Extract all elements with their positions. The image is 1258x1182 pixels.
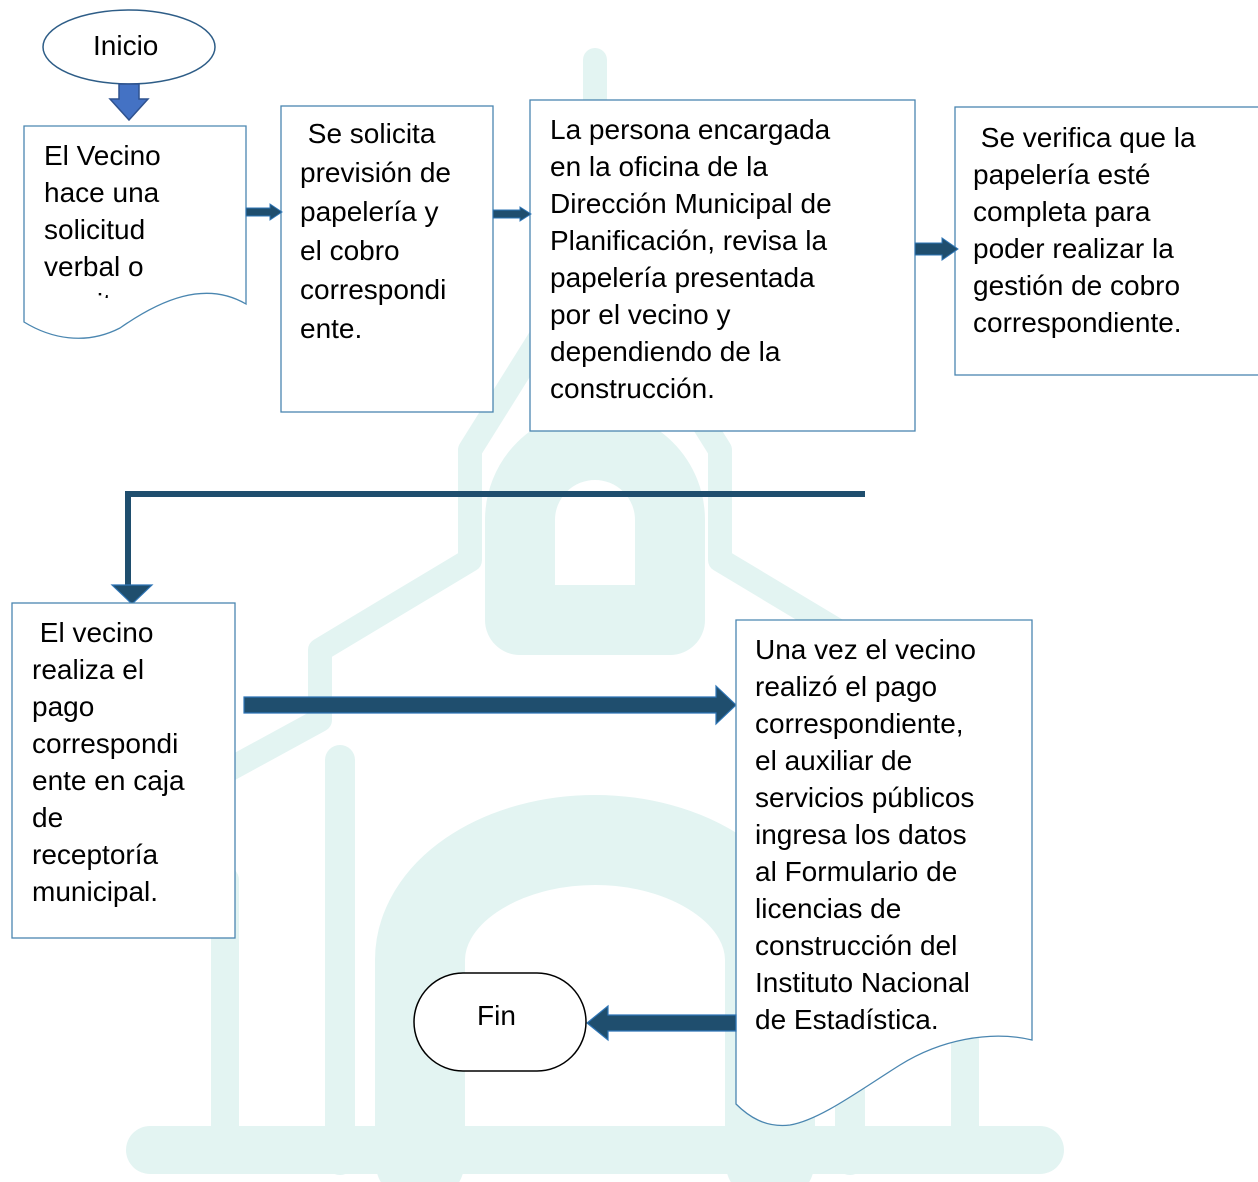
step5-line-5: ente en caja [32,765,185,796]
step1-document-shape [23,125,247,339]
step6-line-7: al Formulario de [755,856,958,887]
step5-line-3: pago [32,691,95,722]
step3-line-2: en la oficina de la [550,151,768,182]
step2-line-3: papelería y [300,196,439,227]
end-terminal-shape [413,972,587,1072]
step2-line-4: el cobro [300,235,400,266]
step5-line-7: receptoría [32,839,159,870]
step4-line-1: Se verifica que la [973,122,1196,153]
start-label: Inicio [93,30,159,61]
step6-line-11: de Estadística. [755,1004,939,1035]
step2-line-5: correspondi [300,274,447,305]
step1-line-5: escrita. [44,286,134,298]
step6-line-4: el auxiliar de [755,745,913,776]
step5-line-4: correspondi [32,728,179,759]
step6-document-shape [735,619,1033,1127]
arrow-step2-to-step3 [492,206,532,222]
step6-line-9: construcción del [755,930,958,961]
arrow-step5-to-step6 [243,684,737,726]
step6-line-3: correspondiente, [755,708,964,739]
step4-line-3: completa para [973,196,1151,227]
step4-line-5: gestión de cobro [973,270,1181,301]
arrow-step6-to-end [586,1004,737,1042]
step2-line-1: Se solicita [300,118,436,149]
step5-line-8: municipal. [32,876,159,907]
step1-line-4: verbal o [44,251,144,282]
step4-process-shape [954,106,1258,376]
down-arrow-icon [108,83,150,122]
step6-line-10: Instituto Nacional [755,967,970,998]
step2-process-shape [280,105,494,413]
step3-line-1: La persona encargada [550,114,831,145]
step6-line-6: ingresa los datos [755,819,967,850]
step2-line-2: previsión de [300,157,451,188]
step3-process-shape [529,99,916,432]
step5-line-1: El vecino [32,617,154,648]
step5-line-6: de [32,802,64,833]
step6-line-1: Una vez el vecino [755,634,977,665]
step4-line-2: papelería esté [973,159,1151,190]
step4-line-6: correspondiente. [973,307,1182,338]
step3-line-8: construcción. [550,373,715,404]
connector-arrowhead [110,584,154,605]
step3-line-6: por el vecino y [550,299,731,330]
connector-to-step5 [125,491,865,585]
step5-line-2: realiza el [32,654,145,685]
step1-line-1: El Vecino [44,140,161,171]
arrow-step1-to-step2 [245,203,283,221]
step6-line-5: servicios públicos [755,782,975,813]
step4-line-4: poder realizar la [973,233,1174,264]
step2-line-6: ente. [300,313,363,344]
arrow-step3-to-step4 [914,237,959,261]
end-label: Fin [477,1000,516,1031]
step3-line-5: papelería presentada [550,262,815,293]
step3-line-7: dependiendo de la [550,336,781,367]
step1-text-clip: El Vecino hace una solicitud verbal o es… [44,138,234,298]
step5-process-shape [11,602,236,939]
step1-line-2: hace una [44,177,160,208]
step6-line-8: licencias de [755,893,902,924]
step3-line-4: Planificación, revisa la [550,225,828,256]
step3-line-3: Dirección Municipal de [550,188,832,219]
step6-line-2: realizó el pago [755,671,938,702]
step1-line-3: solicitud [44,214,146,245]
